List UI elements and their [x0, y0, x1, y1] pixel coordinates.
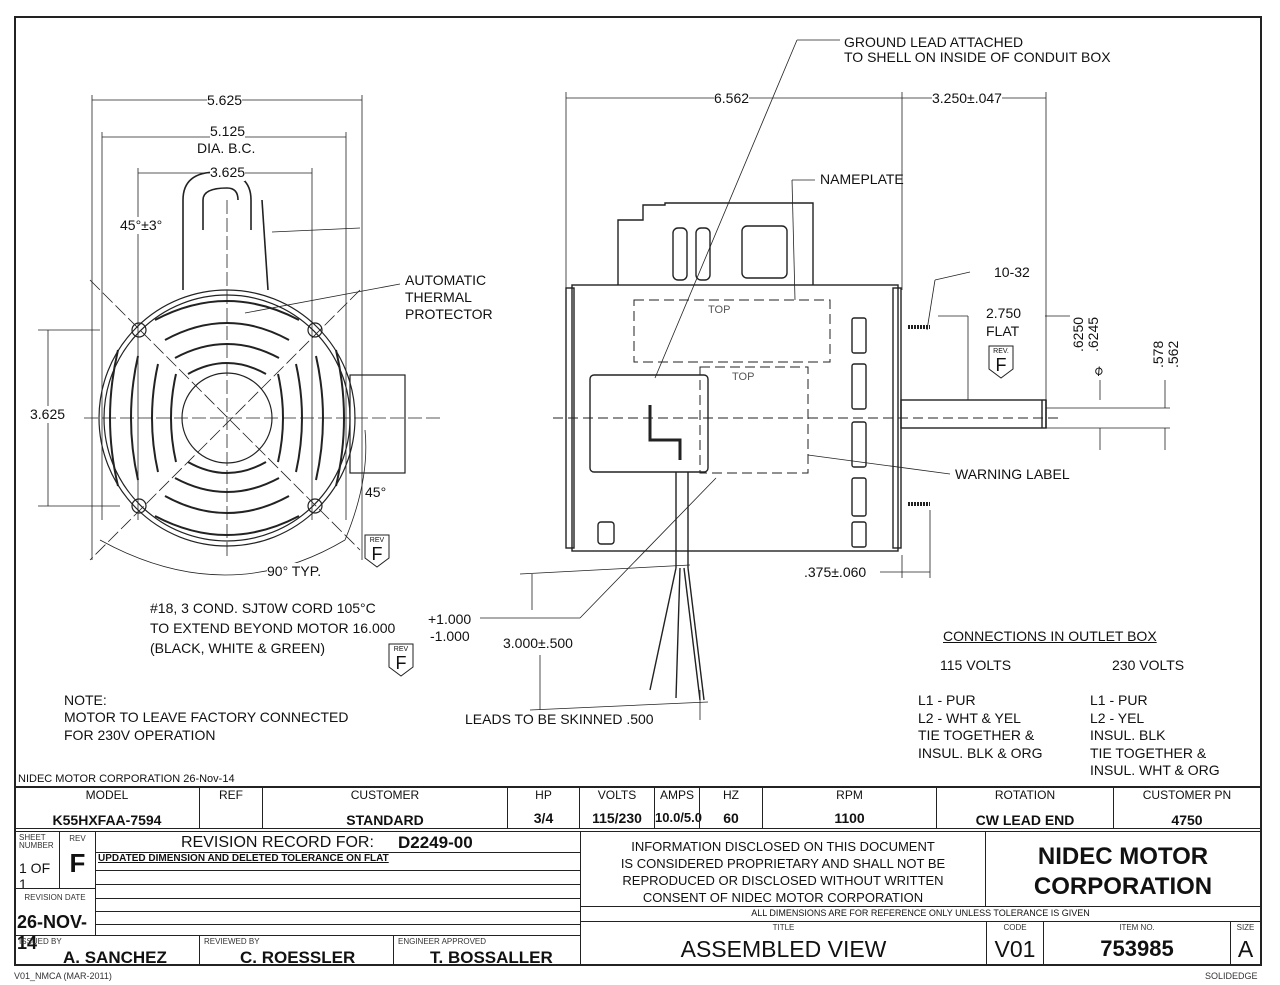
- conn-230-line: L2 - YEL: [1090, 710, 1145, 726]
- callout-thermal-2: THERMAL: [405, 289, 472, 305]
- callout-nameplate: NAMEPLATE: [820, 171, 904, 187]
- dim-flat-label: FLAT: [986, 323, 1020, 339]
- revision-date-cell: REVISION DATE 26-NOV-14: [14, 888, 96, 953]
- dim-stud: .375±.060: [804, 564, 867, 581]
- connections-title: CONNECTIONS IN OUTLET BOX: [943, 628, 1157, 644]
- dim-bolt-circle-label: DIA. B.C.: [197, 140, 256, 157]
- amps-cell: AMPS 10.0/5.0: [654, 786, 702, 829]
- model-cell: MODEL K55HXFAA-7594: [14, 786, 200, 829]
- angle-side: 45°: [365, 484, 387, 501]
- revision-line: UPDATED DIMENSION AND DELETED TOLERANCE …: [98, 853, 389, 864]
- customer-cell: CUSTOMER STANDARD: [262, 786, 508, 829]
- dimensions-note: ALL DIMENSIONS ARE FOR REFERENCE ONLY UN…: [580, 906, 1262, 922]
- bolt-holes: [131, 322, 323, 514]
- dim-bolt-circle: 5.125: [210, 123, 246, 140]
- conduit-box-side: [349, 374, 406, 474]
- item-number-cell: ITEM NO. 753985: [1043, 921, 1231, 966]
- size-cell: SIZE A: [1230, 921, 1262, 966]
- label-top-marker: TOP: [708, 304, 731, 316]
- title-block: MODEL K55HXFAA-7594 REF CUSTOMER STANDAR…: [14, 786, 1262, 967]
- conduit-box: [589, 374, 709, 473]
- conn-230-line: INSUL. BLK: [1090, 727, 1166, 743]
- note-title: NOTE:: [64, 692, 107, 708]
- callout-thermal-3: PROTECTOR: [405, 306, 493, 322]
- side-view-motor: [480, 39, 1170, 720]
- callout-ground-2: TO SHELL ON INSIDE OF CONDUIT BOX: [844, 49, 1111, 65]
- dim-flat: 2.750: [986, 305, 1022, 321]
- motor-shaft: [900, 399, 1047, 429]
- angle-top: 45°±3°: [120, 217, 163, 234]
- cord-note-1: #18, 3 COND. SJT0W CORD 105°C: [150, 600, 376, 616]
- conn-115-line: INSUL. BLK & ORG: [918, 745, 1043, 761]
- customer-pn-cell: CUSTOMER PN 4750: [1113, 786, 1262, 829]
- callout-ground-1: GROUND LEAD ATTACHED: [844, 34, 1024, 50]
- conn-115-line: L1 - PUR: [918, 692, 976, 708]
- conn-230-line: TIE TOGETHER &: [1090, 745, 1207, 761]
- rev-cell: REV F: [59, 831, 96, 889]
- angle-typ: 90° TYP.: [267, 563, 322, 580]
- end-view-motor: [38, 95, 440, 576]
- proprietary-notice: INFORMATION DISCLOSED ON THIS DOCUMENT I…: [580, 831, 986, 907]
- reviewed-by-cell: REVIEWED BY C. ROESSLER: [199, 935, 394, 967]
- ref-cell: REF: [199, 786, 263, 829]
- title-cell: TITLE ASSEMBLED VIEW: [580, 921, 987, 966]
- callout-warning: WARNING LABEL: [955, 466, 1070, 482]
- hz-cell: HZ 60: [699, 786, 763, 829]
- dim-vertical: 3.625: [30, 406, 66, 423]
- revision-record: REVISION RECORD FOR: D2249-00 UPDATED DI…: [95, 831, 581, 936]
- note-line-2: FOR 230V OPERATION: [64, 727, 216, 743]
- thread-callout: 10-32: [994, 264, 1030, 280]
- dim-overall: 5.625: [207, 92, 243, 109]
- cord-tol-minus: -1.000: [430, 628, 470, 644]
- issued-by-cell: ISSUED BY A. SANCHEZ: [14, 935, 200, 967]
- software-label: SOLIDEDGE: [1205, 971, 1258, 981]
- conn-115-line: L2 - WHT & YEL: [918, 710, 1021, 726]
- company-name: NIDEC MOTOR CORPORATION: [985, 831, 1262, 907]
- lead-length: 3.000±.500: [503, 635, 573, 652]
- rev-marker: REV. F: [988, 345, 1014, 379]
- lead-wires: [649, 472, 705, 701]
- connections-115-heading: 115 VOLTS: [940, 657, 1012, 673]
- company-stamp: NIDEC MOTOR CORPORATION 26-Nov-14: [18, 773, 235, 785]
- note-line-1: MOTOR TO LEAVE FACTORY CONNECTED: [64, 709, 349, 725]
- leads-note: LEADS TO BE SKINNED .500: [465, 711, 654, 727]
- shaft-dia-min: .6245: [1085, 316, 1101, 352]
- rev-marker: REV F: [388, 643, 414, 677]
- engineer-approved-cell: ENGINEER APPROVED T. BOSSALLER: [393, 935, 581, 967]
- conn-230-line: INSUL. WHT & ORG: [1090, 762, 1220, 778]
- volts-cell: VOLTS 115/230: [579, 786, 655, 829]
- label-top-marker: TOP: [732, 371, 755, 383]
- conn-230-line: L1 - PUR: [1090, 692, 1148, 708]
- code-cell: CODE V01: [986, 921, 1044, 966]
- rpm-cell: RPM 1100: [762, 786, 937, 829]
- hp-cell: HP 3/4: [507, 786, 580, 829]
- rotation-cell: ROTATION CW LEAD END: [936, 786, 1114, 829]
- dim-inner: 3.625: [210, 164, 246, 181]
- connections-230-heading: 230 VOLTS: [1112, 657, 1185, 673]
- callout-thermal-1: AUTOMATIC: [405, 272, 487, 288]
- dim-length: 6.562: [714, 90, 750, 107]
- cord-tol-plus: +1.000: [428, 611, 472, 627]
- flat-dim-min: .562: [1165, 340, 1181, 368]
- rev-marker: REV F: [364, 534, 390, 568]
- dim-shaft: 3.250±.047: [932, 90, 1002, 107]
- sheet-number-cell: SHEET NUMBER 1 OF 1: [14, 831, 60, 892]
- conn-115-line: TIE TOGETHER &: [918, 727, 1035, 743]
- cord-note-3: (BLACK, WHITE & GREEN): [150, 640, 326, 656]
- form-id: V01_NMCA (MAR-2011): [14, 971, 112, 981]
- cord-note-2: TO EXTEND BEYOND MOTOR 16.000: [150, 620, 396, 636]
